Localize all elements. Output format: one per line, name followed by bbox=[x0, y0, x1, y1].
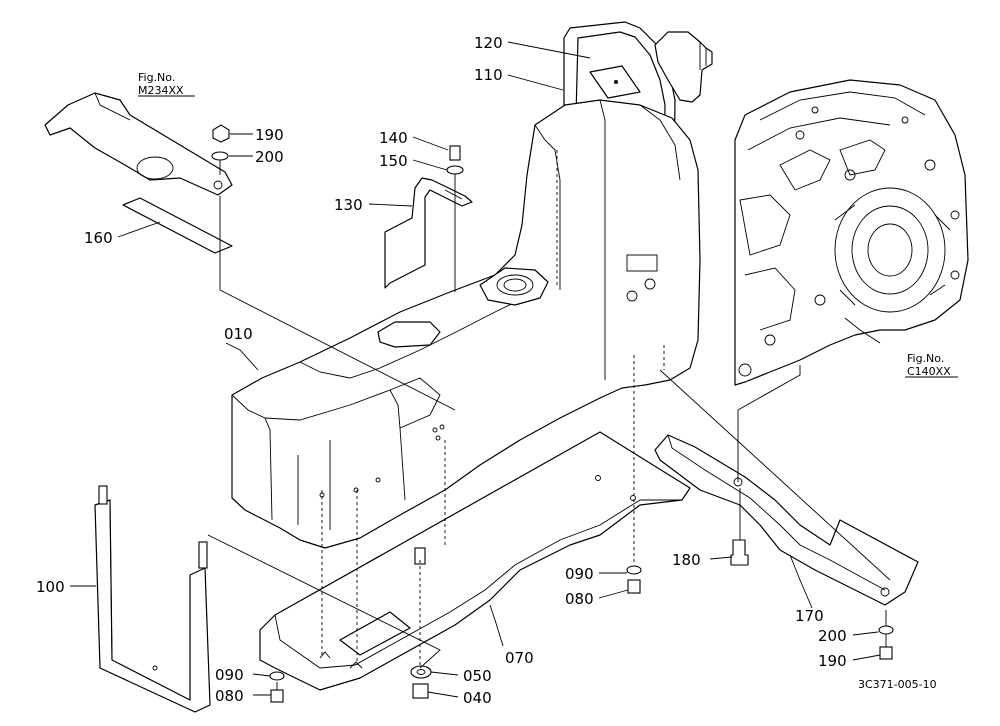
label-part-110: 110 bbox=[474, 66, 503, 84]
assembly-lines bbox=[207, 150, 891, 690]
label-part-190-top: 190 bbox=[255, 126, 284, 144]
label-part-050: 050 bbox=[463, 667, 492, 685]
bracket-170 bbox=[654, 434, 919, 606]
bracket-130 bbox=[384, 177, 473, 289]
drawing-code: 3C371-005-10 bbox=[858, 678, 937, 691]
transmission-housing bbox=[734, 79, 969, 386]
label-part-200-top: 200 bbox=[255, 148, 284, 166]
label-part-200-right: 200 bbox=[818, 627, 847, 645]
figure-ref-label-2: Fig.No. bbox=[907, 352, 944, 365]
label-part-100: 100 bbox=[36, 578, 65, 596]
label-part-140: 140 bbox=[379, 129, 408, 147]
label-part-130: 130 bbox=[334, 196, 363, 214]
bracket-m234xx bbox=[44, 92, 233, 196]
label-part-150: 150 bbox=[379, 152, 408, 170]
label-part-120: 120 bbox=[474, 34, 503, 52]
filler-neck bbox=[654, 31, 713, 103]
label-part-080-left: 080 bbox=[215, 687, 244, 705]
label-part-090-mid: 090 bbox=[565, 565, 594, 583]
label-part-090-left: 090 bbox=[215, 666, 244, 684]
label-part-190-right: 190 bbox=[818, 652, 847, 670]
hardware bbox=[211, 124, 894, 703]
figure-ref-code-1: M234XX bbox=[138, 84, 184, 97]
fuel-tank-010 bbox=[231, 99, 701, 549]
u-bracket-100 bbox=[94, 485, 211, 713]
label-part-070: 070 bbox=[505, 649, 534, 667]
label-part-180: 180 bbox=[672, 551, 701, 569]
label-part-170: 170 bbox=[795, 607, 824, 625]
undercover-plate-070 bbox=[259, 431, 691, 691]
label-part-160: 160 bbox=[84, 229, 113, 247]
figure-ref-label-1: Fig.No. bbox=[138, 71, 175, 84]
pad-160 bbox=[122, 197, 233, 254]
rubber-pad-120 bbox=[589, 65, 641, 99]
label-part-080-mid: 080 bbox=[565, 590, 594, 608]
label-part-040: 040 bbox=[463, 689, 492, 707]
label-part-010: 010 bbox=[224, 325, 253, 343]
figure-ref-code-2: C140XX bbox=[907, 365, 951, 378]
callout-leaders bbox=[70, 41, 958, 698]
